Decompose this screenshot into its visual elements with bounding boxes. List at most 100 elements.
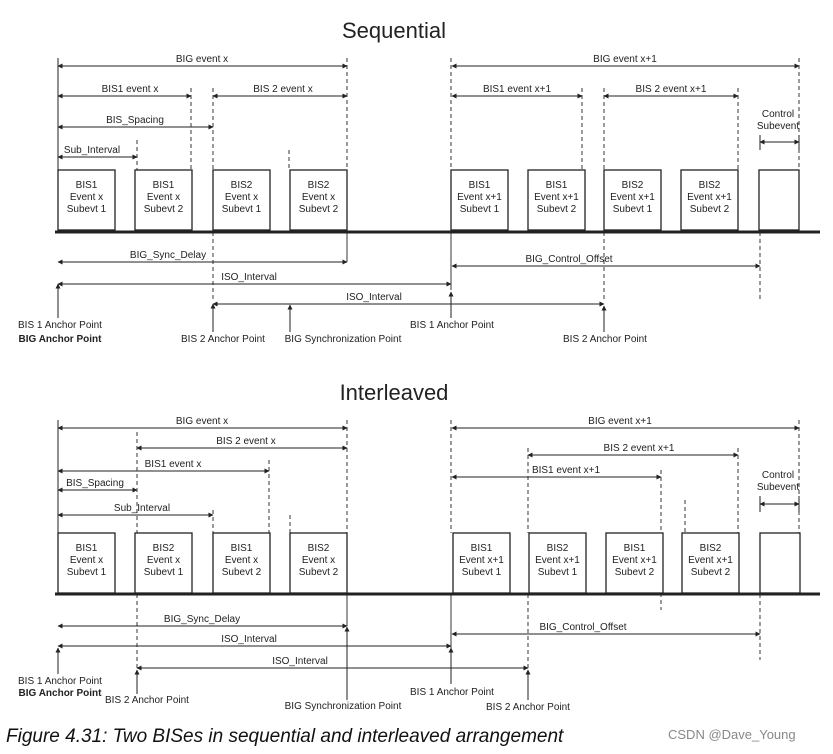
int-box-6-rect <box>528 532 587 594</box>
seq-box-4-line-1: BIS2 <box>308 180 330 191</box>
seq-box-7-line-1: BIS2 <box>622 180 644 191</box>
seq-big-event-x-label: BIG event x <box>176 54 228 65</box>
int-box-7-rect <box>605 532 664 594</box>
seq-big-anchor-label: BIG Anchor Point <box>19 334 103 345</box>
int-iso-interval-1-label: ISO_Interval <box>221 634 277 645</box>
seq-control-label-2: Subevent <box>757 121 799 132</box>
int-bis2-anchor-label: BIS 2 Anchor Point <box>105 695 189 706</box>
seq-box-8-rect <box>680 169 739 231</box>
seq-bis1-event-x1-label: BIS1 event x+1 <box>483 84 552 95</box>
seq-box-2-line-1: BIS1 <box>153 180 175 191</box>
seq-big-sync-delay-label: BIG_Sync_Delay <box>130 250 206 261</box>
int-box-4-line-1: BIS2 <box>308 543 330 554</box>
int-box-3-line-2: Event x <box>225 555 258 566</box>
int-box-2-line-2: Event x <box>147 555 180 566</box>
int-iso-interval-2-label: ISO_Interval <box>272 656 328 667</box>
int-bis1-anchor-2-label: BIS 1 Anchor Point <box>410 687 494 698</box>
sequential-title: Sequential <box>342 18 446 43</box>
int-big-control-offset-label: BIG_Control_Offset <box>539 622 626 633</box>
seq-box-7-line-3: Subevt 1 <box>613 204 653 215</box>
seq-big-sync-point-label: BIG Synchronization Point <box>285 334 402 345</box>
int-control-label-1: Control <box>762 470 794 481</box>
int-bis2-anchor-2-label: BIS 2 Anchor Point <box>486 702 570 713</box>
int-big-sync-delay-label: BIG_Sync_Delay <box>164 614 240 625</box>
int-box-6-line-2: Event x+1 <box>535 555 580 566</box>
seq-box-4-rect <box>289 169 348 231</box>
int-big-anchor-label: BIG Anchor Point <box>19 688 103 699</box>
seq-box-1-line-2: Event x <box>70 192 103 203</box>
int-big-event-x1-label: BIG event x+1 <box>588 416 652 427</box>
int-box-1-line-3: Subevt 1 <box>67 567 107 578</box>
seq-big-event-x1-label: BIG event x+1 <box>593 54 657 65</box>
int-box-3-line-3: Subevt 2 <box>222 567 262 578</box>
int-bis-spacing-label: BIS_Spacing <box>66 478 124 489</box>
seq-box-6-line-1: BIS1 <box>546 180 568 191</box>
int-box-1-line-2: Event x <box>70 555 103 566</box>
int-box-5-line-3: Subevt 1 <box>462 567 502 578</box>
int-box-7-line-2: Event x+1 <box>612 555 657 566</box>
seq-box-7-rect <box>603 169 662 231</box>
seq-box-6-rect <box>527 169 586 231</box>
int-sub-interval-label: Sub_Interval <box>114 503 170 514</box>
int-box-6-line-3: Subevt 1 <box>538 567 578 578</box>
seq-bis1-anchor-label: BIS 1 Anchor Point <box>18 320 102 331</box>
int-box-5-rect <box>452 532 511 594</box>
int-box-1-line-1: BIS1 <box>76 543 98 554</box>
int-box-2-line-1: BIS2 <box>153 543 175 554</box>
seq-box-5-rect <box>450 169 509 231</box>
int-bis2-event-x-label: BIS 2 event x <box>216 436 275 447</box>
seq-control-label-1: Control <box>762 109 794 120</box>
seq-box-3-line-1: BIS2 <box>231 180 253 191</box>
seq-box-3-line-2: Event x <box>225 192 258 203</box>
interleaved-title: Interleaved <box>340 380 449 405</box>
seq-box-3-line-3: Subevt 1 <box>222 204 262 215</box>
seq-control-subevent-box <box>758 169 800 231</box>
seq-bis2-anchor-2-label: BIS 2 Anchor Point <box>563 334 647 345</box>
int-box-7-line-1: BIS1 <box>624 543 646 554</box>
seq-box-2-rect <box>134 169 193 231</box>
int-bis2-event-x1-label: BIS 2 event x+1 <box>604 443 675 454</box>
seq-box-6-line-2: Event x+1 <box>534 192 579 203</box>
int-box-2-line-3: Subevt 1 <box>144 567 184 578</box>
figure-caption: Figure 4.31: Two BISes in sequential and… <box>6 726 564 747</box>
seq-bis1-event-x-label: BIS1 event x <box>102 84 159 95</box>
seq-box-8-line-3: Subevt 2 <box>690 204 730 215</box>
int-box-2-rect <box>134 532 193 594</box>
seq-sub-interval-label: Sub_Interval <box>64 145 120 156</box>
seq-bis1-anchor-2-label: BIS 1 Anchor Point <box>410 320 494 331</box>
seq-iso-interval-2-label: ISO_Interval <box>346 292 402 303</box>
seq-box-4-line-2: Event x <box>302 192 335 203</box>
seq-box-1-rect <box>57 169 116 231</box>
seq-box-6-line-3: Subevt 2 <box>537 204 577 215</box>
seq-bis2-anchor-label: BIS 2 Anchor Point <box>181 334 265 345</box>
int-box-7-line-3: Subevt 2 <box>615 567 655 578</box>
int-control-subevent-box <box>759 532 801 594</box>
seq-bis2-event-x-label: BIS 2 event x <box>253 84 312 95</box>
seq-box-5-line-3: Subevt 1 <box>460 204 500 215</box>
int-box-4-line-3: Subevt 2 <box>299 567 339 578</box>
int-bis1-anchor-label: BIS 1 Anchor Point <box>18 676 102 687</box>
int-box-8-line-2: Event x+1 <box>688 555 733 566</box>
int-box-1-rect <box>57 532 116 594</box>
int-control-label-2: Subevent <box>757 482 799 493</box>
int-bis1-event-x-label: BIS1 event x <box>145 459 202 470</box>
int-box-8-line-1: BIS2 <box>700 543 722 554</box>
seq-box-2-line-3: Subevt 2 <box>144 204 184 215</box>
seq-box-5-line-2: Event x+1 <box>457 192 502 203</box>
seq-box-2-line-2: Event x <box>147 192 180 203</box>
int-big-sync-point-label: BIG Synchronization Point <box>285 701 402 712</box>
int-big-event-x-label: BIG event x <box>176 416 228 427</box>
